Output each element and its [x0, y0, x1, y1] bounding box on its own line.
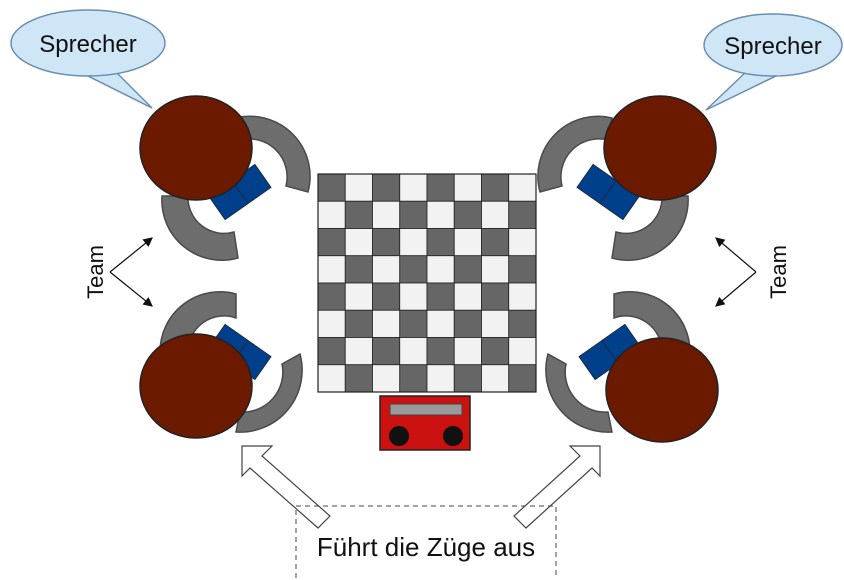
- board-square: [317, 309, 346, 338]
- arm-icon: [537, 115, 613, 193]
- arm-icon: [613, 291, 691, 353]
- executor-arrow-right: [513, 445, 601, 529]
- board-square: [481, 173, 510, 202]
- board-square: [344, 255, 373, 284]
- board-square: [481, 255, 510, 284]
- board-square: [481, 200, 510, 229]
- board-square: [481, 337, 510, 366]
- person-top-left: [139, 95, 311, 261]
- board-square: [372, 228, 401, 257]
- board-square: [399, 309, 428, 338]
- board-square: [372, 337, 401, 366]
- speaker-label-left: Sprecher: [39, 31, 136, 58]
- board-square: [317, 228, 346, 257]
- arm-icon: [235, 352, 303, 433]
- board-square: [426, 337, 455, 366]
- board-square: [426, 364, 455, 393]
- board-square: [453, 255, 482, 284]
- person-bottom-left: [139, 291, 303, 439]
- board-square: [317, 200, 346, 229]
- team-arrows-left: Team: [83, 237, 153, 307]
- speaker-label-right: Sprecher: [724, 33, 821, 60]
- team-arrows-right: Team: [715, 237, 791, 307]
- head-icon: [139, 333, 253, 439]
- board-square: [399, 200, 428, 229]
- arm-icon: [235, 115, 311, 193]
- board-square: [453, 309, 482, 338]
- person-top-right: [537, 95, 717, 261]
- head-icon: [139, 95, 253, 201]
- team-label-left: Team: [83, 245, 108, 299]
- board-square: [344, 337, 373, 366]
- board-square: [344, 282, 373, 311]
- board-square: [508, 282, 537, 311]
- speech-bubble-right: Sprecher: [703, 13, 843, 111]
- head-icon: [605, 337, 719, 443]
- board-square: [508, 173, 537, 202]
- board-square: [508, 255, 537, 284]
- board-square: [399, 282, 428, 311]
- arm-icon: [611, 195, 689, 261]
- board-square: [426, 200, 455, 229]
- board-square: [508, 228, 537, 257]
- board-square: [344, 228, 373, 257]
- board-square: [399, 255, 428, 284]
- executor-label: Führt die Züge aus: [317, 532, 535, 562]
- board-square: [453, 173, 482, 202]
- board-square: [481, 364, 510, 393]
- team-label-right: Team: [766, 245, 791, 299]
- board-square: [481, 282, 510, 311]
- board-square: [426, 282, 455, 311]
- board-square: [399, 173, 428, 202]
- board-square: [399, 228, 428, 257]
- board-square: [453, 364, 482, 393]
- board-square: [453, 282, 482, 311]
- board-square: [344, 364, 373, 393]
- board-square: [344, 200, 373, 229]
- arm-icon: [545, 352, 613, 433]
- board-square: [372, 282, 401, 311]
- arm-icon: [161, 195, 239, 261]
- board-square: [453, 337, 482, 366]
- head-icon: [603, 95, 717, 201]
- board-square: [372, 200, 401, 229]
- board-border: [317, 173, 537, 393]
- board-square: [426, 173, 455, 202]
- board-square: [481, 309, 510, 338]
- speech-bubble-left: Sprecher: [10, 9, 166, 109]
- board-square: [344, 309, 373, 338]
- board-square: [426, 228, 455, 257]
- board-square: [317, 364, 346, 393]
- board-square: [508, 337, 537, 366]
- board-square: [317, 282, 346, 311]
- board-square: [372, 364, 401, 393]
- board-square: [344, 173, 373, 202]
- board-square: [372, 309, 401, 338]
- board-square: [453, 228, 482, 257]
- executor-box: Führt die Züge aus: [295, 505, 557, 578]
- board-square: [399, 337, 428, 366]
- board-square: [317, 173, 346, 202]
- board-square: [426, 309, 455, 338]
- board-square: [481, 228, 510, 257]
- board-square: [399, 364, 428, 393]
- board-square: [317, 337, 346, 366]
- board-square: [372, 173, 401, 202]
- executor-arrow-left: [241, 445, 331, 529]
- board-square: [508, 309, 537, 338]
- chess-clock-icon: [379, 395, 471, 451]
- board-square: [453, 200, 482, 229]
- board-square: [508, 364, 537, 393]
- board-square: [426, 255, 455, 284]
- board-square: [372, 255, 401, 284]
- board-square: [508, 200, 537, 229]
- board-square: [317, 255, 346, 284]
- person-bottom-right: [545, 291, 719, 443]
- chessboard-icon: [317, 173, 537, 393]
